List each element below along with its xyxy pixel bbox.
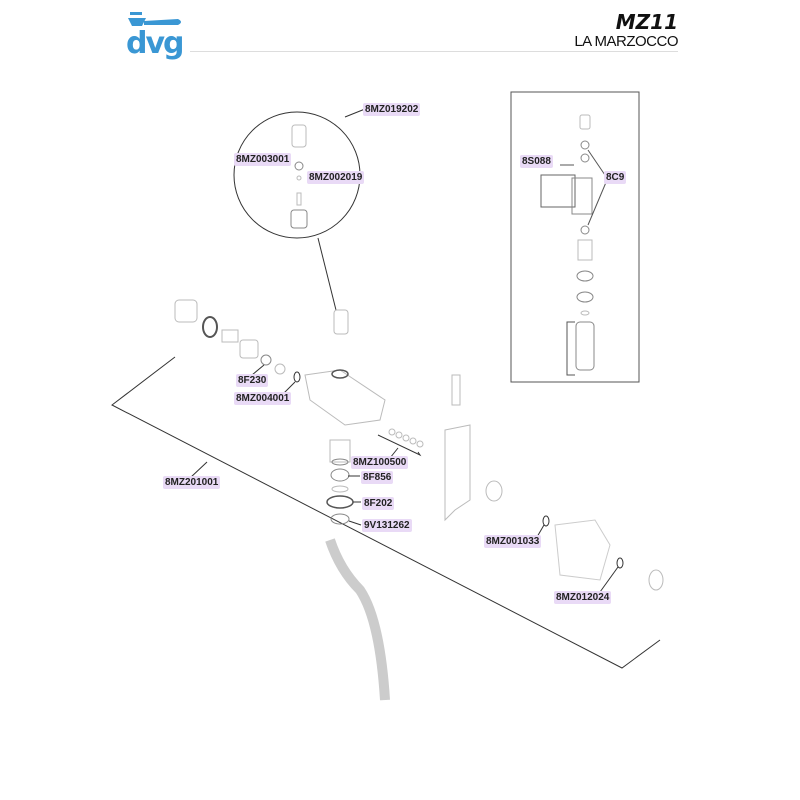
part-label[interactable]: 8MZ019202: [363, 103, 421, 116]
part-label[interactable]: 8MZ004001: [234, 392, 292, 405]
part-label[interactable]: 9V131262: [362, 519, 412, 532]
part-label[interactable]: 8S088: [520, 155, 553, 168]
dvg-logo-icon: [128, 12, 181, 26]
part-label[interactable]: 8F202: [362, 497, 395, 510]
logo-text: dvg: [126, 26, 184, 61]
part-label[interactable]: 8MZ012024: [554, 591, 612, 604]
part-label[interactable]: 8MZ001033: [484, 535, 542, 548]
inset-box: [510, 91, 640, 383]
part-label[interactable]: 8MZ002019: [307, 171, 365, 184]
part-label[interactable]: 8MZ003001: [234, 153, 292, 166]
header-divider: [190, 51, 678, 52]
part-label[interactable]: 8F230: [236, 374, 269, 387]
part-label[interactable]: 8MZ201001: [163, 476, 221, 489]
part-label[interactable]: 8C9: [604, 171, 627, 184]
part-label[interactable]: 8MZ100500: [351, 456, 409, 469]
model-title: MZ11: [615, 10, 678, 34]
part-label[interactable]: 8F856: [361, 471, 394, 484]
brand-title: LA MARZOCCO: [574, 33, 678, 50]
